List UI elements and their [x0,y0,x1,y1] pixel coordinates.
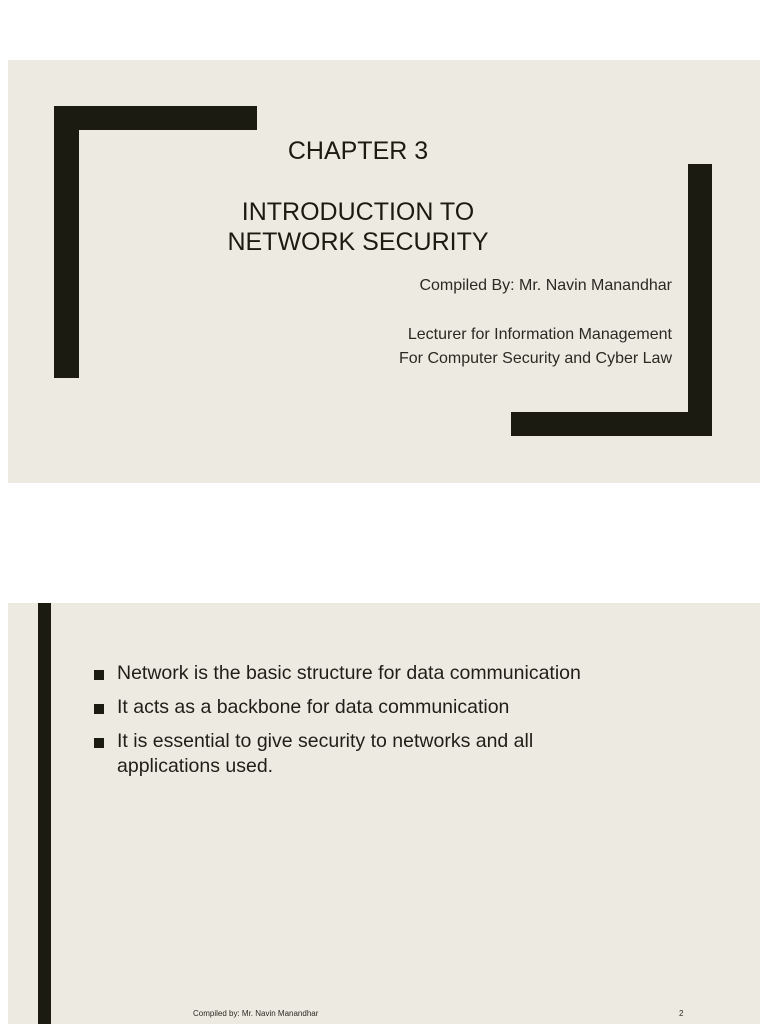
square-bullet-icon [94,670,104,680]
bullet-text: It acts as a backbone for data communica… [117,696,510,718]
slide-title-line-2: NETWORK SECURITY [227,228,489,256]
compiled-by-text: Compiled By: Mr. Navin Manandhar [419,277,672,294]
bullet-item: It is essential to give security to netw… [94,729,577,779]
bullet-text: It is essential to give security to netw… [117,730,534,777]
corner-bracket-top-left-horizontal [54,106,257,130]
bullet-list: Network is the basic structure for data … [94,661,694,788]
page-number: 2 [679,1009,684,1018]
content-slide: Network is the basic structure for data … [8,603,760,1024]
square-bullet-icon [94,738,104,748]
corner-bracket-bottom-right-vertical [688,164,712,436]
slide-title-line-1: INTRODUCTION TO [241,198,475,226]
footer-compiled-by: Compiled by: Mr. Navin Manandhar [193,1009,319,1018]
chapter-heading: CHAPTER 3 [287,137,429,165]
lecturer-line-1: Lecturer for Information Management [407,326,672,343]
corner-bracket-top-left-vertical [54,106,79,378]
lecturer-line-2: For Computer Security and Cyber Law [399,350,672,367]
bullet-item: Network is the basic structure for data … [94,661,694,686]
title-slide: CHAPTER 3 INTRODUCTION TO NETWORK SECURI… [8,60,760,483]
square-bullet-icon [94,704,104,714]
bullet-text: Network is the basic structure for data … [117,662,581,684]
corner-bracket-bottom-right-horizontal [511,412,712,436]
bullet-item: It acts as a backbone for data communica… [94,695,694,720]
left-accent-bar [38,603,51,1024]
